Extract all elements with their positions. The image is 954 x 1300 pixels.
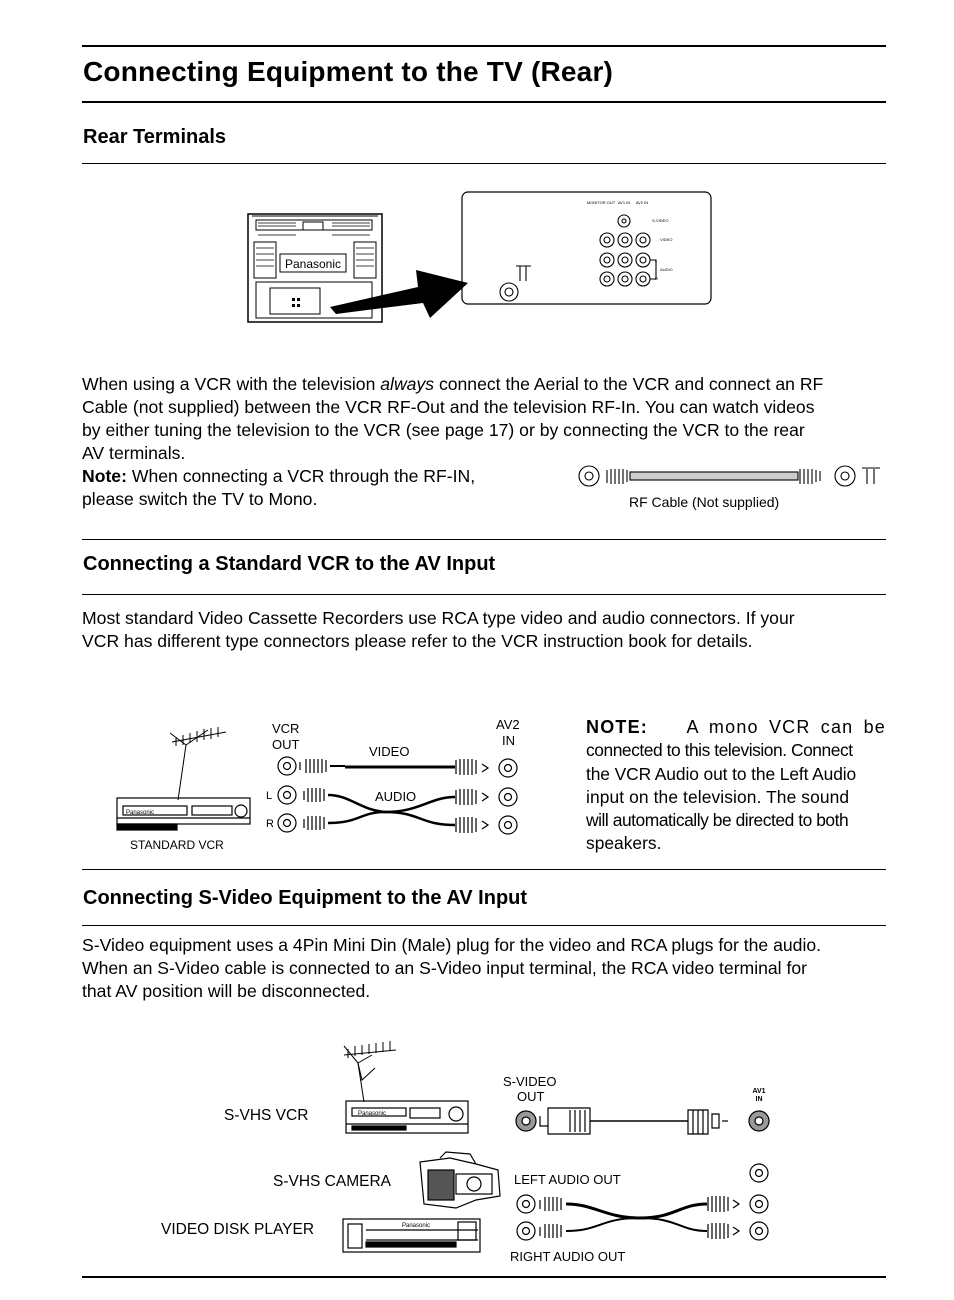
panel-label-svideo: S-VIDEO	[652, 218, 668, 223]
para-line: VCR has different type connectors please…	[82, 631, 753, 651]
svhs-camera-illustration	[419, 1151, 501, 1209]
antenna-icon	[169, 727, 227, 801]
av1-in-label-1: AV1	[752, 1088, 765, 1095]
video-cable-label: VIDEO	[369, 744, 409, 759]
zoom-arrow-shape	[330, 270, 468, 318]
rear-terminals-paragraph: When using a VCR with the television alw…	[82, 373, 890, 511]
svideo-paragraph: S-Video equipment uses a 4Pin Mini Din (…	[82, 934, 890, 1003]
panel-label-av2-in: AV2 IN	[636, 200, 648, 205]
tv-rear-illustration: Panasonic	[247, 213, 383, 323]
note-line: the VCR Audio out to the Left Audio	[586, 763, 857, 784]
para-line: Cable (not supplied) between the VCR RF-…	[82, 397, 815, 417]
standard-vcr-rule	[82, 594, 886, 595]
video-disk-player-illustration	[342, 1218, 481, 1253]
panel-label-monitor-out: MONITOR OUT	[587, 200, 616, 205]
video-disk-player-label: VIDEO DISK PLAYER	[161, 1221, 315, 1238]
svhs-camera-label: S-VHS CAMERA	[273, 1173, 391, 1190]
panel-label-audio: AUDIO	[660, 267, 673, 272]
note-line: will automatically be directed to both	[586, 810, 849, 831]
standard-vcr-top-rule	[82, 539, 886, 540]
bottom-rule	[82, 1276, 886, 1278]
section-heading-standard-vcr: Connecting a Standard VCR to the AV Inpu…	[83, 553, 496, 575]
note-label: Note:	[82, 466, 127, 486]
audio-cable-label: AUDIO	[375, 789, 416, 804]
note-line: input on the television. The sound	[586, 786, 850, 807]
right-channel-label: R	[266, 818, 274, 830]
standard-vcr-caption: STANDARD VCR	[130, 838, 224, 852]
svideo-out-label-1: S-VIDEO	[503, 1074, 556, 1089]
rear-terminals-rule	[82, 163, 886, 164]
tv-brand-label: Panasonic	[285, 257, 341, 271]
av1-in-label-2: IN	[756, 1096, 763, 1103]
note-line: connected to this television. Connect	[586, 740, 853, 761]
vcr-out-label-2: OUT	[272, 737, 300, 752]
svideo-rule	[82, 925, 886, 926]
svideo-top-rule	[82, 869, 886, 870]
para-text: connect the Aerial to the VCR and connec…	[438, 374, 824, 394]
note-text: When connecting a VCR through the RF-IN,	[131, 466, 476, 486]
para-line: Most standard Video Cassette Recorders u…	[82, 608, 795, 628]
av2-in-label-2: IN	[502, 733, 515, 748]
video-disk-player-brand-label: Panasonic	[402, 1223, 430, 1229]
panel-label-video: VIDEO	[660, 237, 672, 242]
rear-terminals-diagram: Panasonic MONITOR OUT AV1 IN AV2 IN S-VI…	[247, 191, 712, 323]
antenna-icon	[343, 1041, 397, 1103]
standard-vcr-illustration	[116, 797, 251, 831]
para-text: When using a VCR with the television	[82, 374, 376, 394]
note-label: NOTE:	[586, 717, 648, 737]
av-terminal-panel: MONITOR OUT AV1 IN AV2 IN S-VIDEO VIDEO …	[461, 191, 712, 305]
section-heading-svideo: Connecting S-Video Equipment to the AV I…	[83, 887, 528, 909]
para-emphasis: always	[380, 374, 435, 394]
svhs-vcr-label: S-VHS VCR	[224, 1107, 309, 1124]
section-heading-rear-terminals: Rear Terminals	[83, 126, 227, 148]
av2-in-label-1: AV2	[496, 717, 520, 732]
para-line: S-Video equipment uses a 4Pin Mini Din (…	[82, 935, 822, 955]
right-audio-out-label: RIGHT AUDIO OUT	[510, 1249, 625, 1264]
standard-vcr-diagram: Panasonic VCR OUT AV2 IN VIDEO AUDIO L R	[116, 717, 520, 852]
left-channel-label: L	[266, 790, 272, 802]
para-line: by either tuning the television to the V…	[82, 420, 805, 440]
svhs-vcr-brand-label: Panasonic	[358, 1111, 386, 1117]
vcr-out-label-1: VCR	[272, 721, 299, 736]
note-text: A mono VCR can be	[686, 717, 886, 737]
svhs-vcr-illustration	[345, 1100, 469, 1134]
svideo-out-label-2: OUT	[517, 1089, 545, 1104]
note-text: please switch the TV to Mono.	[82, 489, 318, 509]
title-rule	[82, 101, 886, 103]
rf-cable-caption: RF Cable (Not supplied)	[629, 494, 780, 510]
note-line: speakers.	[586, 833, 662, 854]
para-line: When an S-Video cable is connected to an…	[82, 958, 808, 978]
left-audio-out-label: LEFT AUDIO OUT	[514, 1172, 621, 1187]
standard-vcr-paragraph: Most standard Video Cassette Recorders u…	[82, 607, 890, 653]
top-rule	[82, 45, 886, 47]
standard-vcr-brand-label: Panasonic	[126, 810, 154, 816]
para-line: that AV position will be disconnected.	[82, 981, 371, 1001]
mono-vcr-note: NOTE: A mono VCR can be connected to thi…	[586, 716, 886, 856]
rf-cable-illustration	[578, 465, 880, 487]
panel-label-av1-in: AV1 IN	[618, 200, 630, 205]
page-title: Connecting Equipment to the TV (Rear)	[83, 56, 614, 87]
para-line: AV terminals.	[82, 443, 186, 463]
